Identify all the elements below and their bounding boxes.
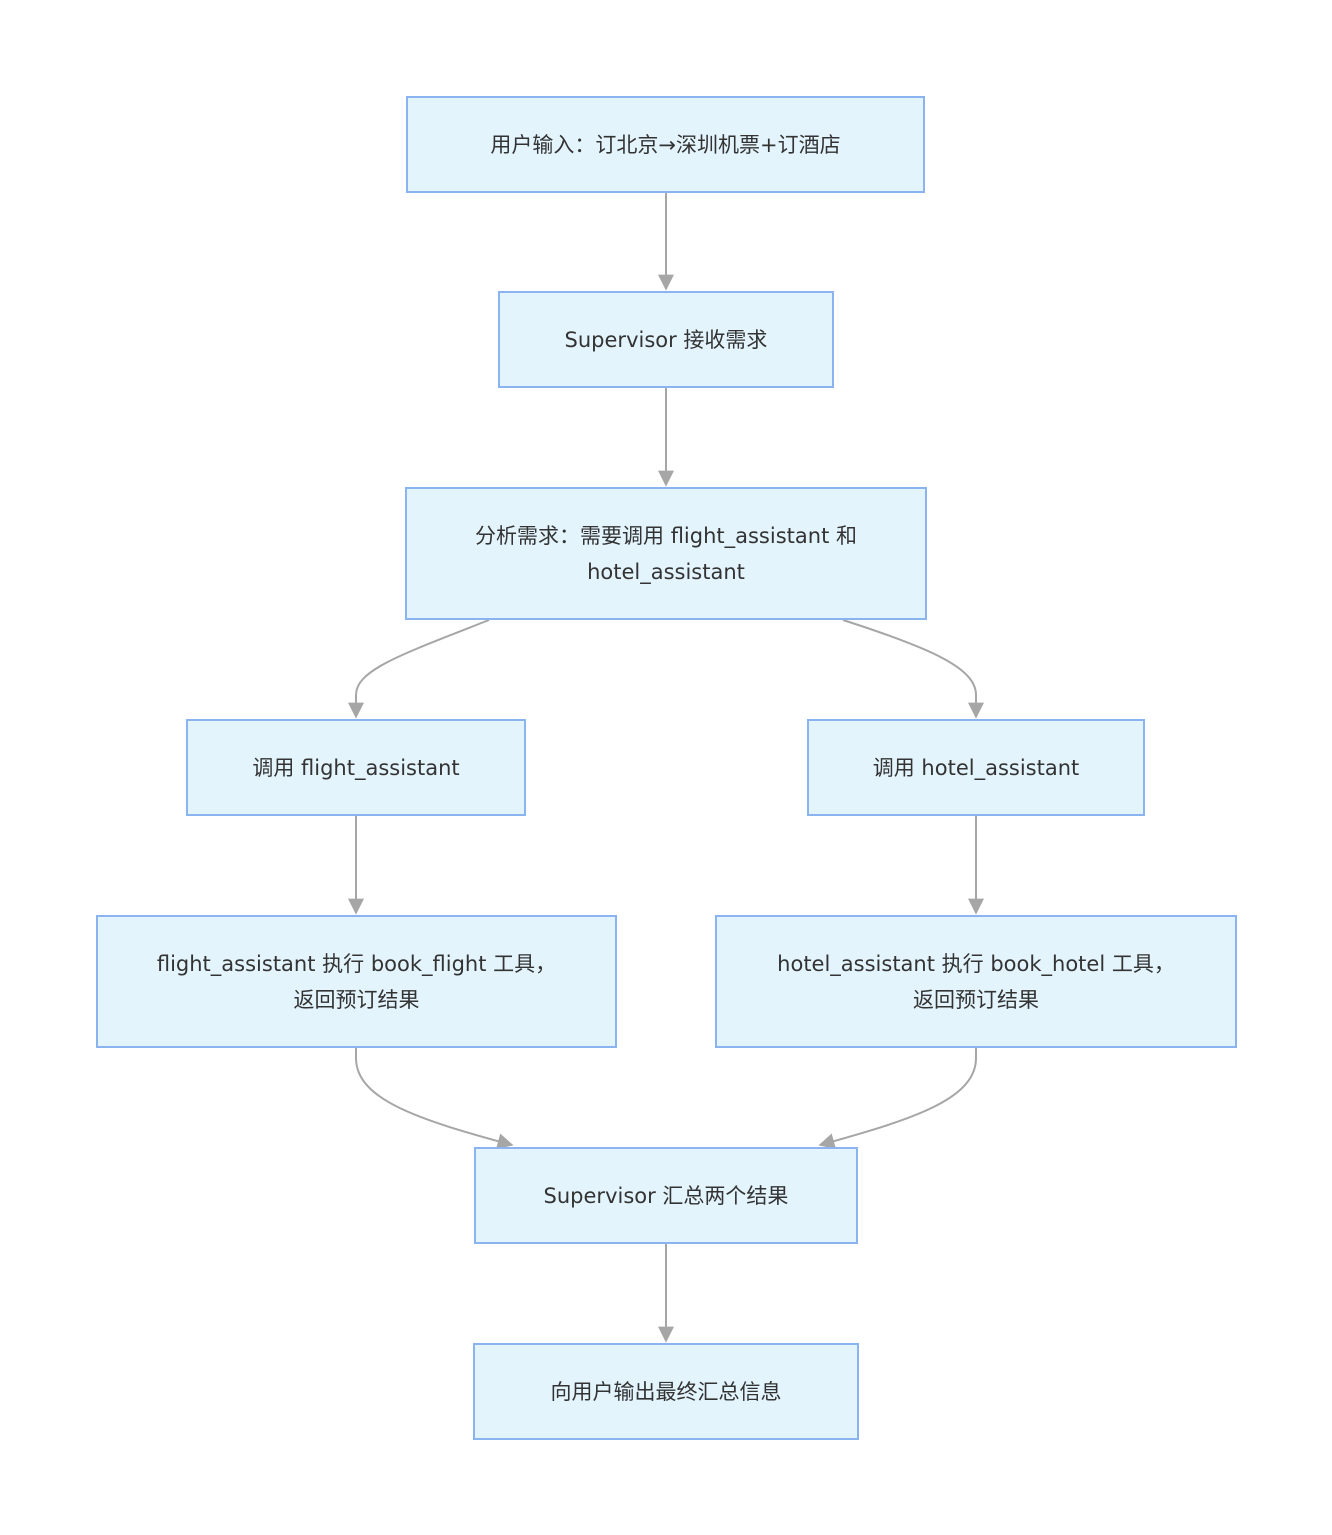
node-supervisor-receive: Supervisor 接收需求 (498, 291, 834, 388)
node-output-label: 向用户输出最终汇总信息 (550, 1379, 782, 1404)
edge-flight-exec-to-aggregate (355, 1048, 514, 1149)
node-analyze-label: 分析需求：需要调用 flight_assistant 和 hotel_assis… (475, 523, 857, 584)
node-call-hotel: 调用 hotel_assistant (807, 719, 1145, 816)
node-analyze: 分析需求：需要调用 flight_assistant 和 hotel_assis… (405, 487, 927, 620)
edge-analyze-to-call-hotel (842, 619, 984, 719)
node-output: 向用户输出最终汇总信息 (473, 1343, 859, 1440)
node-call-flight-label: 调用 flight_assistant (252, 755, 460, 780)
node-hotel-exec: hotel_assistant 执行 book_hotel 工具，返回预订结果 (715, 915, 1237, 1048)
node-user-input-label: 用户输入：订北京→深圳机票+订酒店 (490, 132, 841, 157)
node-flight-exec: flight_assistant 执行 book_flight 工具，返回预订结… (96, 915, 617, 1048)
node-user-input: 用户输入：订北京→深圳机票+订酒店 (406, 96, 925, 193)
node-hotel-exec-label: hotel_assistant 执行 book_hotel 工具，返回预订结果 (777, 951, 1175, 1012)
node-call-flight: 调用 flight_assistant (186, 719, 526, 816)
edge-analyze-to-call-flight (348, 619, 490, 719)
node-supervisor-receive-label: Supervisor 接收需求 (564, 327, 768, 352)
node-call-hotel-label: 调用 hotel_assistant (872, 755, 1080, 780)
node-supervisor-aggregate: Supervisor 汇总两个结果 (474, 1147, 858, 1244)
edge-hotel-exec-to-aggregate (818, 1048, 977, 1149)
node-supervisor-aggregate-label: Supervisor 汇总两个结果 (543, 1183, 789, 1208)
node-flight-exec-label: flight_assistant 执行 book_flight 工具，返回预订结… (156, 951, 557, 1012)
